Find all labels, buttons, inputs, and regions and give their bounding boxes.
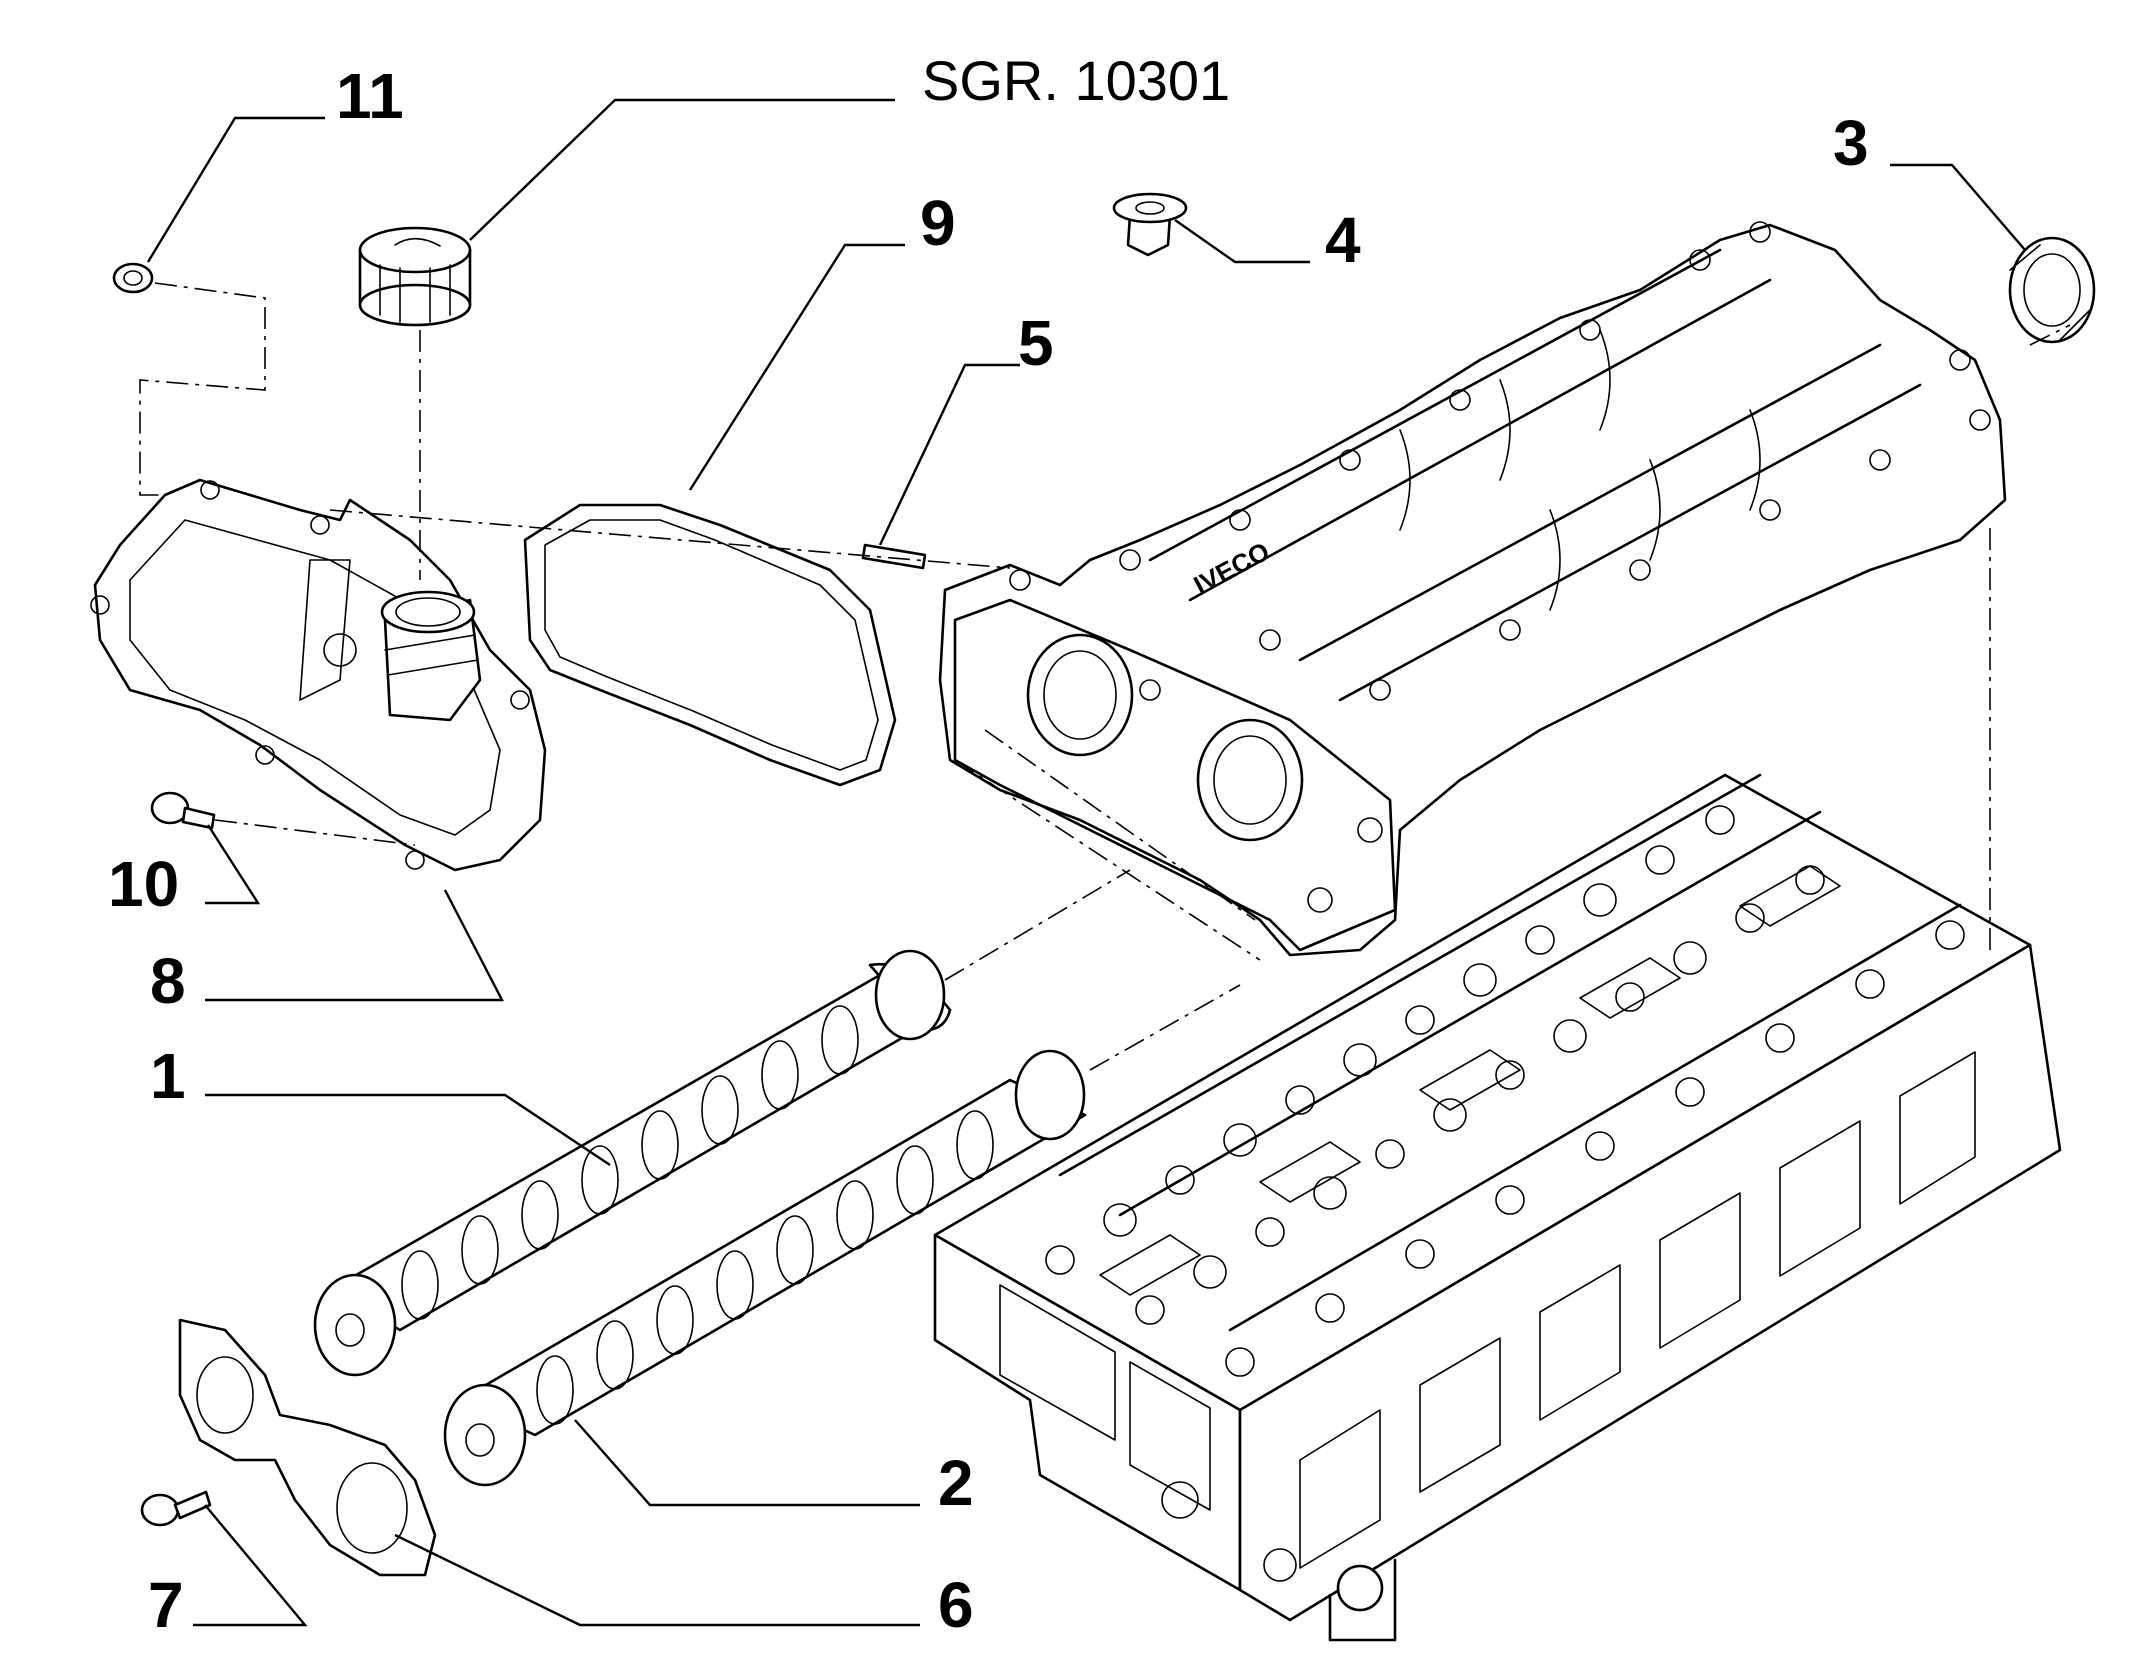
- callout-labels: 11 SGR. 10301 9 5 4 3 10 8 1 2 6 7: [108, 49, 1869, 1641]
- callout-5: 5: [1018, 307, 1054, 379]
- callout-4: 4: [1325, 204, 1361, 276]
- reference-label: SGR. 10301: [922, 49, 1230, 112]
- stud-5: [861, 543, 927, 570]
- callout-9: 9: [920, 187, 956, 259]
- callout-3: 3: [1833, 107, 1869, 179]
- nut-11: [112, 262, 154, 294]
- callout-6: 6: [938, 1569, 974, 1641]
- bolt-7: [140, 1490, 212, 1527]
- alignment-lines: [139, 282, 2071, 1071]
- valve-pockets: [1045, 805, 1965, 1377]
- plug-4: [1112, 192, 1188, 257]
- bolt-10: [150, 791, 216, 830]
- callout-7: 7: [148, 1569, 184, 1641]
- leader-lines: [146, 98, 2026, 1627]
- callout-10: 10: [108, 848, 179, 920]
- oil-filler-cap: [358, 226, 472, 327]
- camshaft-1: [313, 949, 952, 1377]
- callout-2: 2: [938, 1447, 974, 1519]
- front-cover: [90, 478, 547, 872]
- gasket: [523, 503, 897, 787]
- callout-11: 11: [336, 60, 404, 132]
- camshaft-gasket: [178, 1318, 437, 1577]
- callout-8: 8: [150, 945, 186, 1017]
- camshaft-carrier: IVECO: [938, 221, 2007, 957]
- seal-plug-3: [2008, 236, 2096, 344]
- camshaft-bores: [1026, 633, 1304, 842]
- callout-1: 1: [150, 1040, 186, 1112]
- camshaft-2: [443, 1049, 1087, 1487]
- cylinder-head: [933, 773, 2062, 1642]
